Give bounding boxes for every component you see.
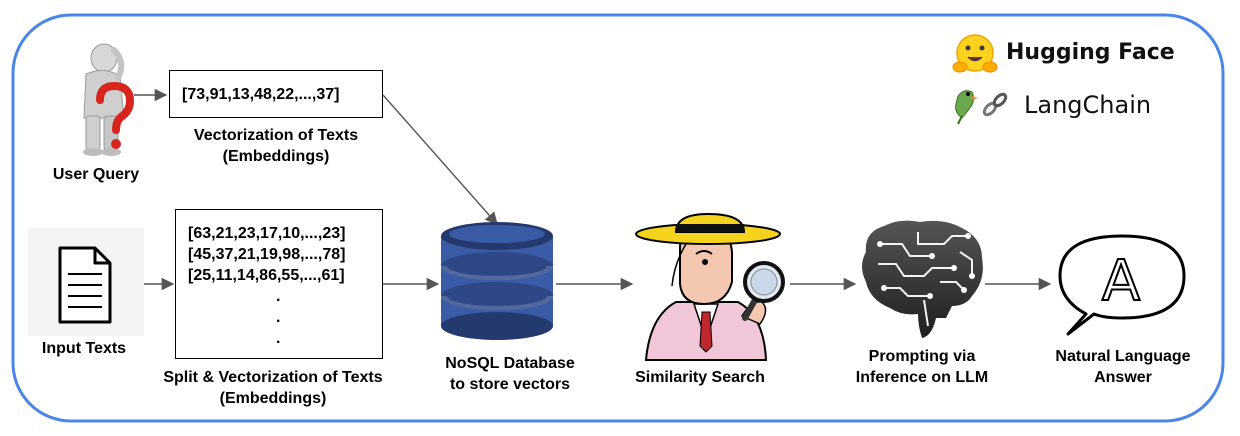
answer-label-line2: Answer	[1094, 369, 1152, 386]
arrow-vector-to-database	[382, 94, 498, 225]
user-question-icon	[83, 43, 135, 156]
input-vectors-box: [63,21,23,17,10,...,23] [45,37,21,19,98,…	[175, 209, 383, 359]
input-texts-label: Input Texts	[41, 340, 127, 357]
database-label-line2: to store vectors	[449, 376, 571, 393]
query-vector: [73,91,13,48,22,...,37]	[182, 86, 340, 103]
outer-frame	[11, 13, 1225, 423]
input-vector-row: [25,11,14,86,55,...,61]	[188, 267, 345, 284]
database-label-line1: NoSQL Database	[445, 355, 575, 372]
similarity-search-label: Similarity Search	[635, 369, 765, 386]
query-vector-caption-line2: (Embeddings)	[222, 148, 330, 165]
answer-label-line1: Natural Language	[1055, 348, 1191, 365]
input-vectors-caption-line1: Split & Vectorization of Texts	[163, 369, 383, 386]
user-query-label: User Query	[52, 166, 140, 183]
circuit-brain-icon	[862, 220, 983, 338]
answer-speech-bubble: A	[1058, 234, 1186, 336]
query-vector-caption-line1: Vectorization of Texts	[193, 127, 359, 144]
input-vectors-caption-line2: (Embeddings)	[219, 390, 327, 407]
answer-letter: A	[1102, 249, 1140, 314]
langchain-logo	[955, 90, 1008, 125]
query-vector-box: [73,91,13,48,22,...,37]	[169, 70, 383, 118]
hugging-face-logo	[952, 34, 998, 73]
document-icon	[28, 228, 144, 336]
ellipsis-dot: .	[276, 309, 281, 326]
llm-label-line2: Inference on LLM	[855, 369, 989, 386]
ellipsis-dot: .	[276, 288, 281, 305]
llm-label-line1: Prompting via	[868, 348, 976, 365]
langchain-label: LangChain	[1024, 91, 1152, 119]
ellipsis-dot: .	[276, 330, 281, 347]
input-vector-row: [63,21,23,17,10,...,23]	[188, 225, 346, 242]
hugging-face-label: Hugging Face	[1006, 40, 1175, 65]
input-vector-list: [63,21,23,17,10,...,23] [45,37,21,19,98,…	[188, 223, 378, 349]
detective-icon	[635, 212, 785, 361]
input-vector-row: [45,37,21,19,98,...,78]	[188, 246, 346, 263]
database-icon	[441, 222, 553, 340]
